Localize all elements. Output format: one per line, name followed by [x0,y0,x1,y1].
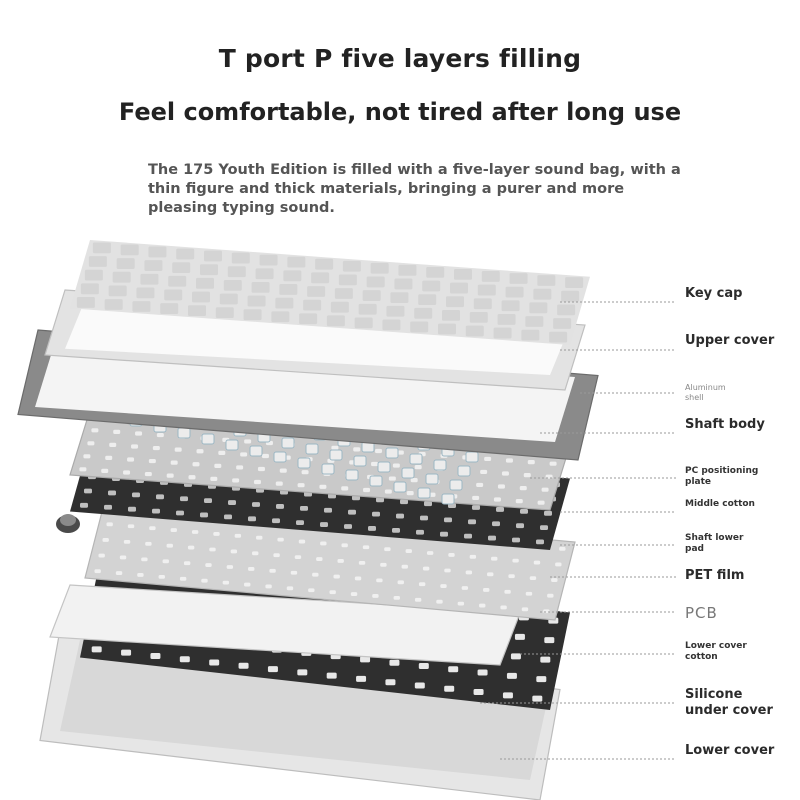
layer-label-3: Shaft body [685,417,765,432]
layer-label-11: Lower cover [685,743,775,758]
layer-label-8: PCB [685,604,718,622]
keycap-grid [76,242,584,343]
layer-label-7: PET film [685,568,745,583]
description: The 175 Youth Edition is filled with a f… [148,162,681,216]
knob-cap [60,514,76,526]
layer-label-10: Silicone under cover [685,687,773,718]
layer-art [17,240,599,800]
layer-label-5: Middle cotton [685,499,755,509]
layer-label-1: Upper cover [685,333,775,348]
lower-cover-inner [60,640,550,780]
layer-label-4: PC positioning plate [685,466,759,487]
leader-lines [480,301,676,760]
title: T port P five layers filling [218,44,582,73]
layer-label-6: Shaft lower pad [685,533,744,554]
aluminum-shell-opening [35,342,575,442]
upper-cover-opening [65,300,570,375]
layer-label-2: Aluminum shell [685,383,726,402]
subtitle: Feel comfortable, not tired after long u… [118,98,682,126]
layer-label-9: Lower cover cotton [685,641,747,662]
layer-label-0: Key cap [685,286,743,301]
